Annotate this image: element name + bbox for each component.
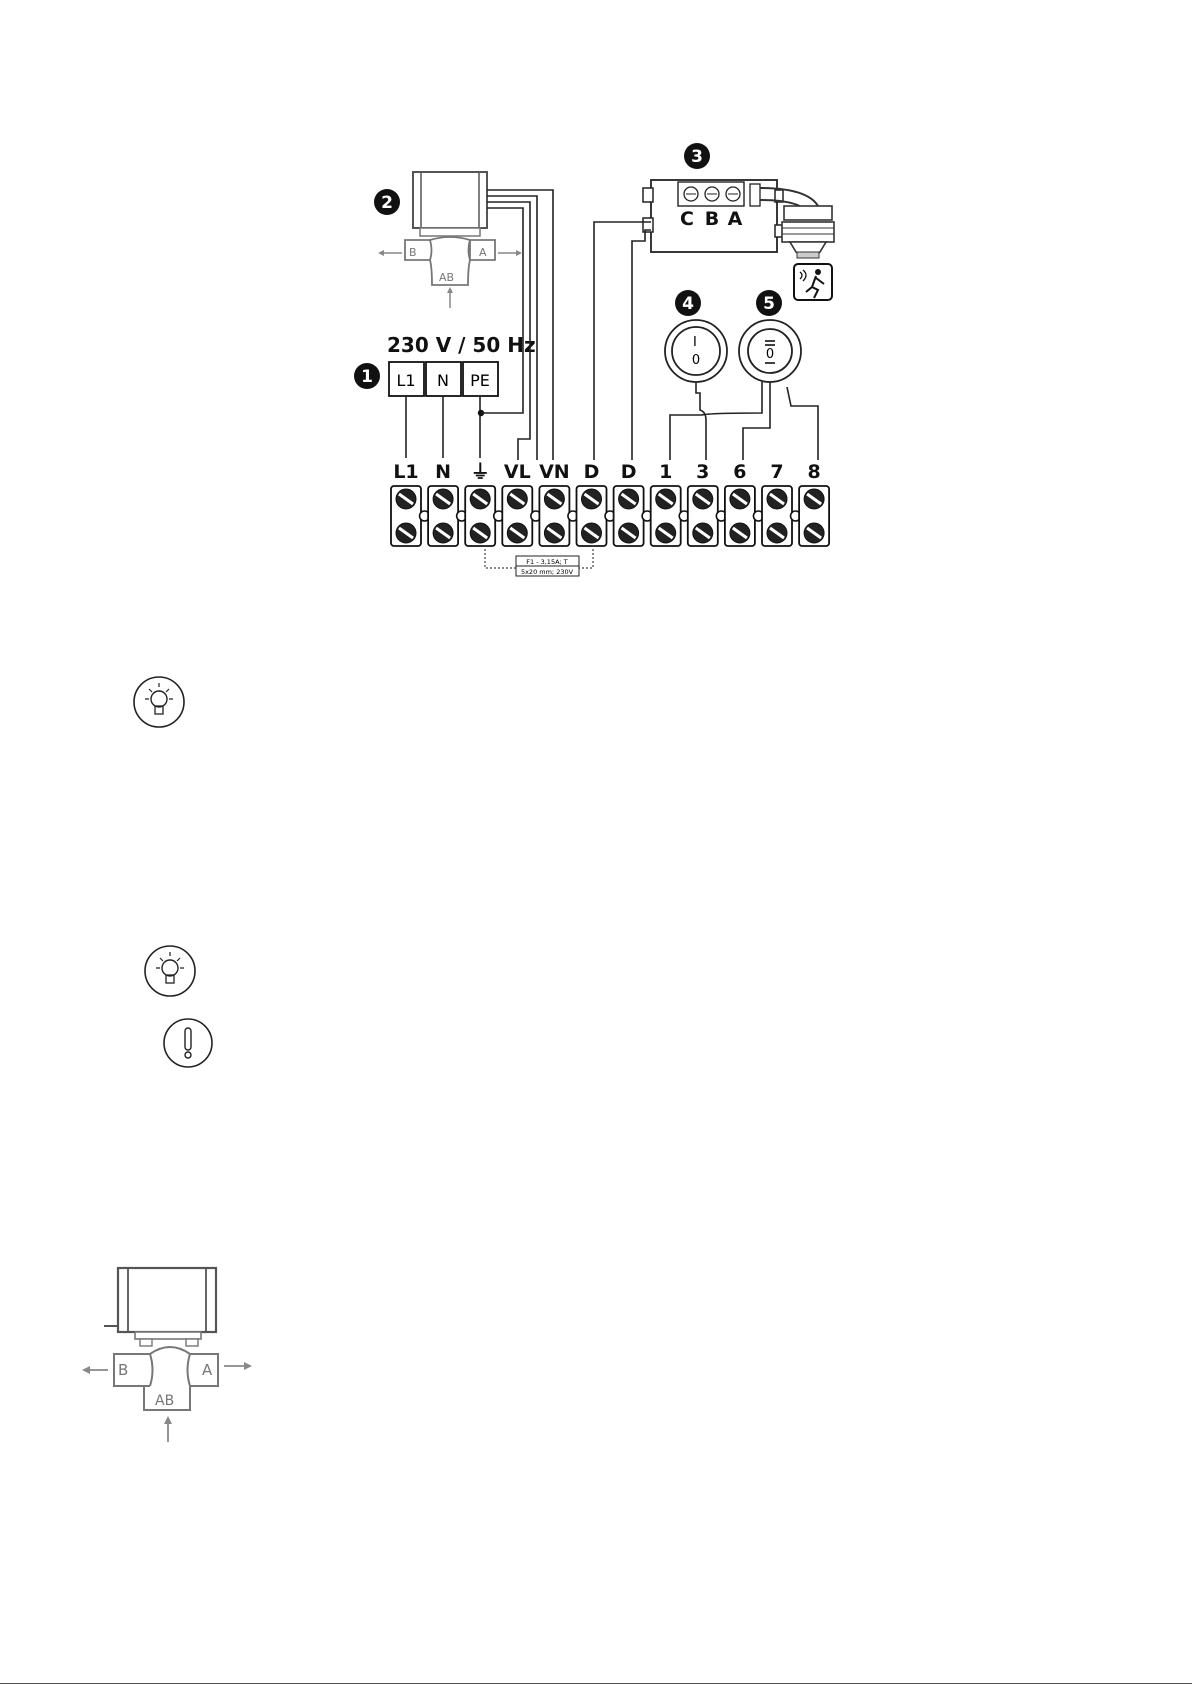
svg-text:3: 3 xyxy=(691,147,703,167)
supply-voltage-label: 230 V / 50 Hz xyxy=(387,333,536,357)
lightbulb-tip-icon xyxy=(134,677,184,727)
svg-text:4: 4 xyxy=(682,294,694,314)
terminal-label: ⏚ xyxy=(471,461,490,483)
sensor-pin-c: C xyxy=(680,208,694,230)
terminal-label: 7 xyxy=(770,461,783,483)
badge-4: 4 xyxy=(675,290,701,316)
svg-text:5: 5 xyxy=(763,294,775,314)
page-bottom-rule xyxy=(0,1683,1192,1684)
fuse-rating: F1 - 3,15A; T xyxy=(526,558,568,566)
fuse: F1 - 3,15A; T 5x20 mm; 230V xyxy=(485,545,593,576)
lightbulb-tip-icon xyxy=(145,946,195,996)
badge-1: 1 xyxy=(354,363,380,389)
terminal-label: L1 xyxy=(393,461,418,483)
svg-text:0: 0 xyxy=(692,353,700,368)
valve-port-a-label: A xyxy=(479,246,487,259)
three-way-valve-small: B A AB xyxy=(378,172,522,308)
terminal-label: D xyxy=(621,461,637,483)
svg-text:0: 0 xyxy=(766,347,774,362)
warning-exclamation-icon xyxy=(164,1019,212,1067)
valve-port-b-label: B xyxy=(409,246,417,259)
terminal-12: 8 xyxy=(799,461,829,546)
motion-sensor-module: C B A xyxy=(643,180,834,258)
svg-text:2: 2 xyxy=(381,193,393,213)
terminal-label: 3 xyxy=(696,461,709,483)
supply-terminal-block: L1 N PE xyxy=(389,362,498,396)
svg-text:1: 1 xyxy=(361,367,373,387)
valve-port-ab-label: AB xyxy=(439,271,454,284)
badge-5: 5 xyxy=(756,290,782,316)
terminal-label: VN xyxy=(539,461,570,483)
terminal-label: N xyxy=(435,461,451,483)
valve-large-port-b: B xyxy=(118,1361,128,1379)
fuse-size: 5x20 mm; 230V xyxy=(521,568,574,576)
terminal-label: 6 xyxy=(733,461,746,483)
switch-4: I 0 xyxy=(665,320,727,382)
sensor-pin-b: B xyxy=(705,208,719,230)
terminal-label: 1 xyxy=(659,461,672,483)
three-way-valve-large: B A AB xyxy=(82,1268,252,1442)
svg-text:I: I xyxy=(693,335,697,350)
badge-3: 3 xyxy=(684,143,710,169)
badge-2: 2 xyxy=(374,189,400,215)
terminal-label: VL xyxy=(504,461,531,483)
switch-5: 0 xyxy=(739,320,801,382)
terminal-label: 8 xyxy=(807,461,820,483)
motion-sensor-icon xyxy=(794,264,832,300)
sensor-pin-a: A xyxy=(728,208,743,230)
supply-terminal-l1: L1 xyxy=(396,371,415,390)
terminal-label: D xyxy=(584,461,600,483)
valve-large-port-ab: AB xyxy=(155,1393,174,1409)
supply-terminal-n: N xyxy=(437,371,449,390)
supply-terminal-pe: PE xyxy=(470,371,490,390)
valve-large-port-a: A xyxy=(202,1361,213,1379)
